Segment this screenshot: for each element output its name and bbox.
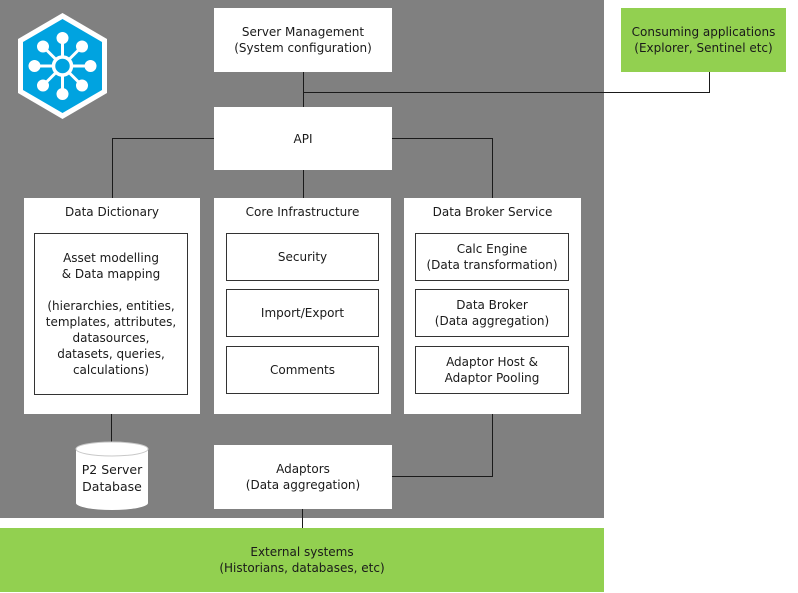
connector-api-core xyxy=(303,169,304,199)
api-box: API xyxy=(214,107,392,170)
data-broker-service-title: Data Broker Service xyxy=(432,205,553,219)
asset-modelling-detail: datasources, xyxy=(72,331,150,345)
connector-api-right-h xyxy=(391,138,492,139)
calc-engine-subtitle: (Data transformation) xyxy=(426,258,558,272)
connector-consuming-apps-h xyxy=(303,92,710,93)
connector-broker-adaptors-h xyxy=(391,476,493,477)
security-box: Security xyxy=(226,233,379,281)
asset-modelling-box: Asset modelling & Data mapping (hierarch… xyxy=(34,233,188,395)
p2-server-database: P2 Server Database xyxy=(75,441,149,511)
database-label-line2: Database xyxy=(82,479,142,494)
connector-consuming-apps-v xyxy=(709,71,710,93)
core-infrastructure-title: Core Infrastructure xyxy=(245,205,360,219)
adaptors-box: Adaptors (Data aggregation) xyxy=(214,445,392,509)
connector-api-right-v xyxy=(492,138,493,199)
calc-engine-title: Calc Engine xyxy=(456,242,528,256)
server-management-subtitle: (System configuration) xyxy=(234,41,372,55)
asset-modelling-detail: templates, attributes, xyxy=(45,315,177,329)
connector-broker-adaptors-v xyxy=(492,394,493,477)
adaptors-subtitle: (Data aggregation) xyxy=(245,478,361,492)
data-broker-box: Data Broker (Data aggregation) xyxy=(415,289,569,337)
external-systems-subtitle: (Historians, databases, etc) xyxy=(219,561,385,575)
adaptors-title: Adaptors xyxy=(276,462,330,476)
consuming-applications-box: Consuming applications (Explorer, Sentin… xyxy=(621,8,786,72)
hub-network-hexagon-icon xyxy=(15,11,110,121)
adaptor-host-line2: Adaptor Pooling xyxy=(444,371,540,385)
server-management-title: Server Management xyxy=(241,25,365,39)
external-systems-title: External systems xyxy=(250,545,354,559)
asset-modelling-detail: datasets, queries, xyxy=(57,347,165,361)
external-systems-box: External systems (Historians, databases,… xyxy=(0,528,604,592)
import-export-label: Import/Export xyxy=(260,306,345,320)
data-dictionary-title: Data Dictionary xyxy=(64,205,159,219)
asset-modelling-line1: Asset modelling xyxy=(63,251,159,265)
security-label: Security xyxy=(277,250,328,264)
data-broker-title: Data Broker xyxy=(456,298,528,312)
data-broker-subtitle: (Data aggregation) xyxy=(434,314,550,328)
connector-adaptors-external xyxy=(302,509,303,529)
comments-label: Comments xyxy=(269,363,336,377)
data-dictionary-box: Data Dictionary Asset modelling & Data m… xyxy=(24,198,200,414)
api-label: API xyxy=(293,131,313,146)
adaptor-host-line1: Adaptor Host & xyxy=(446,355,538,369)
calc-engine-box: Calc Engine (Data transformation) xyxy=(415,233,569,281)
database-icon xyxy=(75,441,149,510)
import-export-box: Import/Export xyxy=(226,289,379,337)
asset-modelling-detail: (hierarchies, entities, xyxy=(47,299,175,313)
connector-api-left-v xyxy=(112,138,113,199)
asset-modelling-line2: & Data mapping xyxy=(61,267,161,281)
connector-server-api xyxy=(303,72,304,108)
consuming-applications-subtitle: (Explorer, Sentinel etc) xyxy=(634,41,773,55)
database-label-line1: P2 Server xyxy=(81,462,143,477)
connector-dictionary-db xyxy=(111,414,112,444)
adaptor-host-box: Adaptor Host & Adaptor Pooling xyxy=(415,346,569,394)
connector-api-left-h xyxy=(112,138,215,139)
data-broker-service-box: Data Broker Service Calc Engine (Data tr… xyxy=(404,198,581,414)
core-infrastructure-box: Core Infrastructure Security Import/Expo… xyxy=(214,198,391,414)
comments-box: Comments xyxy=(226,346,379,394)
consuming-applications-title: Consuming applications xyxy=(631,25,776,39)
server-management-box: Server Management (System configuration) xyxy=(214,8,392,72)
asset-modelling-detail: calculations) xyxy=(72,363,150,377)
